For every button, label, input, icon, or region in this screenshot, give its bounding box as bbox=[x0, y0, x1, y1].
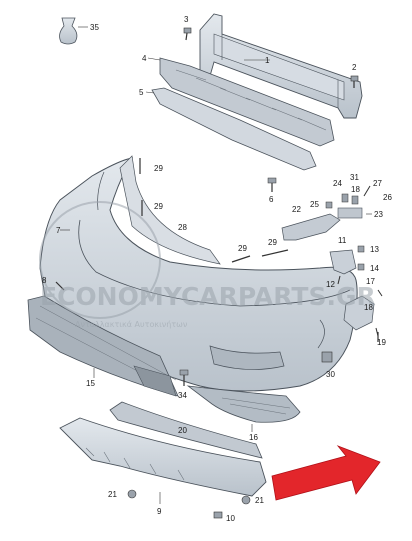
callout-15: 15 bbox=[86, 379, 95, 388]
part-17-side-bracket bbox=[343, 289, 383, 337]
part-8-clip bbox=[55, 281, 65, 291]
callout-18-b: 18 bbox=[364, 303, 373, 312]
part-3-bolt bbox=[183, 27, 192, 41]
part-23-27-clips bbox=[325, 185, 372, 219]
callout-20: 20 bbox=[178, 426, 187, 435]
part-7-bumper-cover bbox=[39, 157, 358, 392]
callout-35: 35 bbox=[90, 23, 99, 32]
callout-1: 1 bbox=[265, 56, 270, 65]
callout-29-d: 29 bbox=[268, 238, 277, 247]
callout-16: 16 bbox=[249, 433, 258, 442]
part-34-clip bbox=[179, 369, 189, 386]
callout-13: 13 bbox=[370, 245, 379, 254]
part-29-strip bbox=[139, 158, 289, 263]
callout-8: 8 bbox=[42, 276, 47, 285]
part-22-bracket bbox=[281, 213, 341, 241]
callout-19: 19 bbox=[377, 338, 386, 347]
part-9-spoiler bbox=[59, 417, 267, 504]
callout-26: 26 bbox=[383, 193, 392, 202]
callout-18: 18 bbox=[351, 185, 360, 194]
callout-7: 7 bbox=[56, 226, 61, 235]
part-4-absorber bbox=[147, 57, 335, 147]
callout-2: 2 bbox=[352, 63, 357, 72]
part-21-clip bbox=[127, 489, 251, 505]
callout-6: 6 bbox=[269, 195, 274, 204]
part-20-spoiler-trim bbox=[109, 401, 263, 459]
callout-27: 27 bbox=[373, 179, 382, 188]
callout-31: 31 bbox=[350, 173, 359, 182]
callout-3: 3 bbox=[184, 15, 189, 24]
part-15-lower-grille bbox=[27, 295, 179, 397]
red-arrow-icon bbox=[271, 445, 381, 501]
callout-labels: 35 3 1 2 4 5 29 29 6 24 31 18 27 26 25 2… bbox=[42, 15, 392, 523]
callout-17: 17 bbox=[366, 277, 375, 286]
watermark-tagline: Ανταλλακτικά Αυτοκινήτων bbox=[75, 320, 188, 329]
callout-11: 11 bbox=[338, 236, 347, 245]
callout-29-b: 29 bbox=[154, 202, 163, 211]
callout-29-a: 29 bbox=[154, 164, 163, 173]
part-5-lower-absorber bbox=[145, 87, 317, 171]
callout-23: 23 bbox=[374, 210, 383, 219]
callout-28: 28 bbox=[178, 223, 187, 232]
callout-9: 9 bbox=[157, 507, 162, 516]
watermark-brand: ECONOMYCARPARTS.GR bbox=[40, 282, 376, 311]
callout-5: 5 bbox=[139, 88, 144, 97]
callout-30: 30 bbox=[326, 370, 335, 379]
part-16-grille bbox=[186, 385, 301, 432]
callout-12: 12 bbox=[326, 280, 335, 289]
part-28-trim bbox=[119, 155, 221, 265]
watermark: ECONOMYCARPARTS.GR Ανταλλακτικά Αυτοκινή… bbox=[39, 201, 376, 329]
callout-25: 25 bbox=[310, 200, 319, 209]
callout-10: 10 bbox=[226, 514, 235, 523]
part-30-cover bbox=[321, 351, 333, 363]
callout-29-c: 29 bbox=[238, 244, 247, 253]
part-6-clip bbox=[267, 177, 277, 192]
callout-24: 24 bbox=[333, 179, 342, 188]
callout-21-b: 21 bbox=[255, 496, 264, 505]
callout-14: 14 bbox=[370, 264, 379, 273]
callout-34: 34 bbox=[178, 391, 187, 400]
callout-22: 22 bbox=[292, 205, 301, 214]
part-2-bolt bbox=[350, 75, 359, 88]
part-11-bracket bbox=[329, 245, 365, 285]
callout-21-a: 21 bbox=[108, 490, 117, 499]
part-35-cap bbox=[59, 17, 88, 45]
callout-4: 4 bbox=[142, 54, 147, 63]
part-10-clip bbox=[213, 511, 223, 519]
